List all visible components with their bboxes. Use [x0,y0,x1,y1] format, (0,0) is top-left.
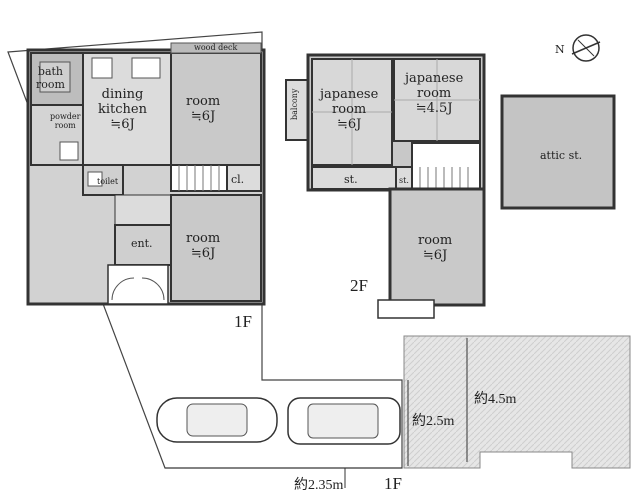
japanese-room-right-label: japanese room ≒4.5J [405,71,464,116]
site-floor-label: 1F [384,474,402,493]
wood-deck-label: wood deck [194,43,238,52]
floor1-building [26,42,266,306]
toilet-label: toilet [97,177,119,186]
attic-room [500,94,616,210]
garden-area [403,335,631,469]
parking-cars [156,397,401,445]
garden-depth-label: 約4.5m [474,392,517,407]
japanese-room-left-label: japanese room ≒6J [320,87,379,132]
dining-kitchen-label: dining kitchen ≒6J [98,87,147,132]
floor2-label: 2F [350,276,368,295]
room-top-label: room ≒6J [186,94,221,124]
floor2-building [285,53,486,319]
balcony-label: balcony [290,88,299,120]
parking-width-label: 約2.35m [294,478,344,493]
bath-room-label: bath room [36,65,65,91]
storage-left-label: st. [344,173,358,186]
closet-label: cl. [231,173,245,186]
powder-room-label: powder room [50,112,81,131]
floor1-label: 1F [234,312,252,331]
entrance-label: ent. [131,237,153,250]
storage-right-label: st. [399,176,409,185]
attic-label: attic st. [540,149,583,162]
dimension-lines [165,338,468,488]
floor2-room-label: room ≒6J [418,233,453,263]
parking-depth-label: 約2.5m [412,414,455,429]
compass-label: N [555,43,565,56]
room-bottom-label: room ≒6J [186,231,221,261]
compass-icon [571,34,601,62]
